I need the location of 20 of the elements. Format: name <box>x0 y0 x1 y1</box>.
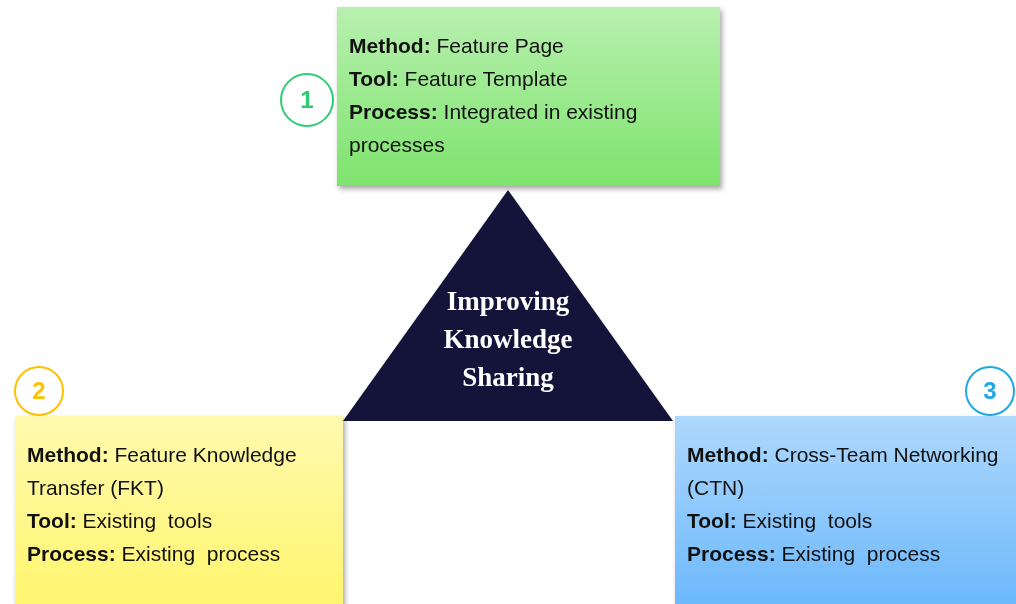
card-text: Tool: Existing tools <box>687 508 874 534</box>
triangle-title: Improving Knowledge Sharing <box>442 285 574 394</box>
step-number: 2 <box>32 377 46 405</box>
card-text: Process: Integrated in existing processes <box>349 99 639 158</box>
card-text: Method: Cross-Team Networking (CTN) <box>687 442 1000 501</box>
info-card <box>337 7 720 186</box>
step-number: 3 <box>983 377 997 405</box>
number-circle <box>14 366 64 416</box>
triangle-shape <box>343 190 673 421</box>
card-text: Tool: Feature Template <box>349 66 569 92</box>
info-card <box>675 416 1016 604</box>
card-text: Method: Feature Knowledge Transfer (FKT) <box>27 442 298 501</box>
card-text: Process: Existing process <box>27 541 282 567</box>
card-text: Method: Feature Page <box>349 33 565 59</box>
number-circle <box>280 73 334 127</box>
card-text: Process: Existing process <box>687 541 942 567</box>
number-circle <box>965 366 1015 416</box>
step-number: 1 <box>300 86 314 114</box>
info-card <box>15 416 343 604</box>
card-text: Tool: Existing tools <box>27 508 214 534</box>
